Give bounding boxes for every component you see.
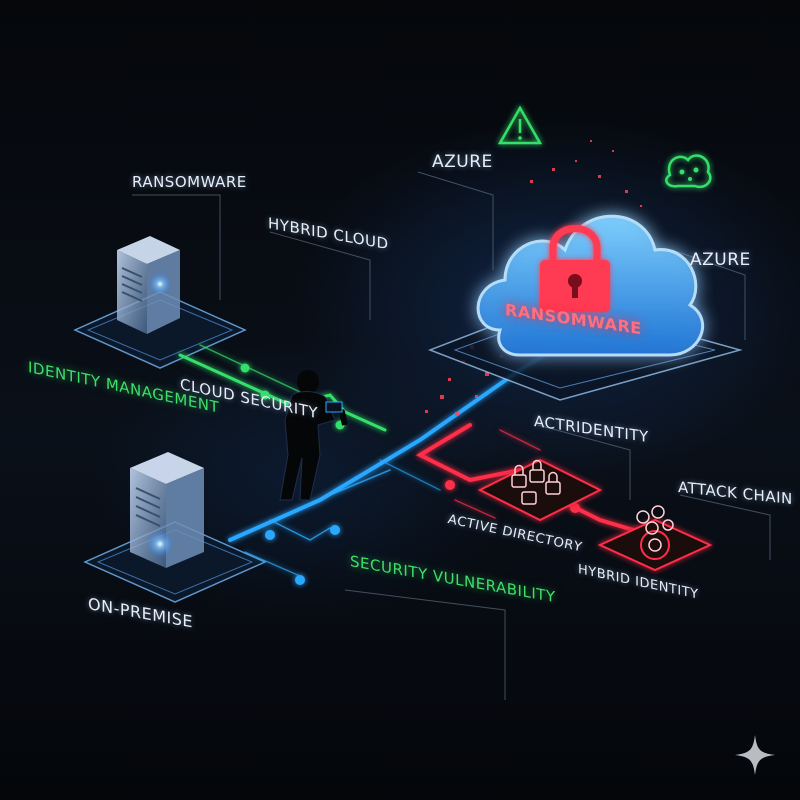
label-azure-right: AZURE: [690, 250, 751, 270]
hybrid-identity-node: [597, 505, 713, 572]
server-icon: [130, 452, 204, 568]
padlock-icon: [540, 225, 610, 312]
label-azure-top: AZURE: [432, 152, 493, 172]
label-ransomware-top: RANSOMWARE: [132, 173, 247, 191]
malware-icon: [665, 154, 712, 189]
label-guides: [132, 171, 771, 700]
hacker-figure-icon: [279, 370, 348, 501]
sparkle-icon: [735, 735, 775, 775]
active-directory-node: [477, 458, 603, 522]
server-icon: [117, 236, 180, 334]
warning-icon: [497, 105, 543, 145]
